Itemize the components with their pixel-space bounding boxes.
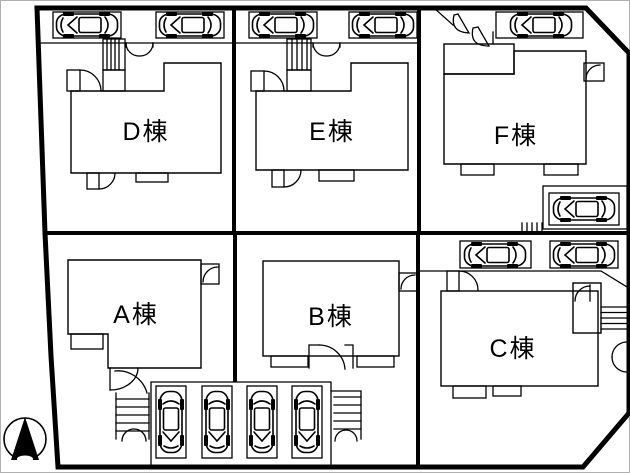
parking-stall — [548, 192, 620, 226]
parcel-d: D棟 — [38, 11, 235, 190]
parking-stall — [155, 385, 187, 459]
building-f-wing — [443, 43, 515, 75]
stairs-icon — [521, 222, 543, 234]
parking-stall — [52, 11, 122, 39]
parking-stall — [201, 385, 233, 459]
car-icon — [55, 11, 119, 39]
parking-stall — [291, 385, 323, 459]
building-e-outline — [255, 62, 409, 171]
door-icon — [308, 344, 354, 370]
building-d-outline — [70, 62, 222, 174]
parcel-e: E棟 — [233, 11, 420, 188]
parking-court — [150, 381, 362, 468]
car-icon — [158, 11, 222, 39]
parcel-c: C棟 — [419, 240, 628, 399]
parking-stall — [155, 11, 225, 39]
gate-door-icon — [452, 13, 494, 47]
site-boundary — [34, 5, 630, 470]
door-icon — [611, 341, 627, 373]
parking-block — [542, 185, 628, 230]
building-b-step — [356, 355, 395, 368]
building-b-step — [270, 355, 309, 368]
door-icon — [312, 42, 341, 57]
door-icon — [398, 272, 419, 292]
building-f-step — [460, 163, 495, 176]
door-icon — [125, 42, 154, 57]
car-icon — [248, 390, 276, 454]
stairs-icon — [102, 38, 126, 92]
building-c-step — [452, 385, 487, 399]
parcel-f: F棟 — [433, 7, 628, 234]
parcel-a: A棟 — [67, 259, 220, 442]
door-icon — [200, 263, 220, 285]
parcel-b: B棟 — [262, 260, 419, 370]
stairs-icon — [114, 370, 150, 442]
car-icon — [552, 195, 616, 223]
car-icon — [552, 241, 616, 269]
building-label-a: A棟 — [113, 301, 159, 329]
north-arrow-icon — [3, 417, 47, 463]
car-icon — [157, 390, 185, 454]
door-icon — [86, 172, 116, 190]
building-label-c: C棟 — [489, 335, 536, 363]
car-icon — [251, 11, 315, 39]
building-a-outline — [67, 259, 202, 369]
parking-stall — [348, 11, 418, 39]
door-icon — [583, 62, 605, 82]
building-d-step — [135, 172, 169, 183]
door-icon — [271, 169, 302, 188]
car-icon — [351, 11, 415, 39]
building-f-outline — [443, 50, 587, 165]
parking-stall — [248, 11, 318, 39]
building-label-e: E棟 — [309, 118, 355, 146]
stairs-icon — [286, 38, 312, 92]
car-icon — [509, 11, 573, 39]
stairs-icon — [600, 306, 628, 330]
parking-stall — [246, 385, 278, 459]
door-icon — [446, 270, 479, 292]
door-icon — [250, 70, 285, 92]
building-f-step — [543, 163, 579, 176]
stairs-icon — [330, 390, 362, 442]
building-b-outline — [262, 260, 400, 357]
building-label-f: F棟 — [494, 122, 538, 150]
building-label-d: D棟 — [122, 118, 169, 146]
building-c-step — [492, 385, 522, 397]
car-icon — [463, 241, 527, 269]
parking-stall — [495, 11, 584, 39]
door-icon — [66, 69, 102, 92]
door-icon — [109, 367, 139, 391]
door-icon — [572, 282, 602, 334]
building-label-b: B棟 — [308, 303, 354, 331]
parking-stall — [549, 240, 619, 269]
parking-stall — [459, 240, 532, 269]
building-e-step — [318, 169, 355, 182]
car-icon — [293, 390, 321, 454]
building-a-step — [70, 333, 104, 350]
car-icon — [203, 390, 231, 454]
